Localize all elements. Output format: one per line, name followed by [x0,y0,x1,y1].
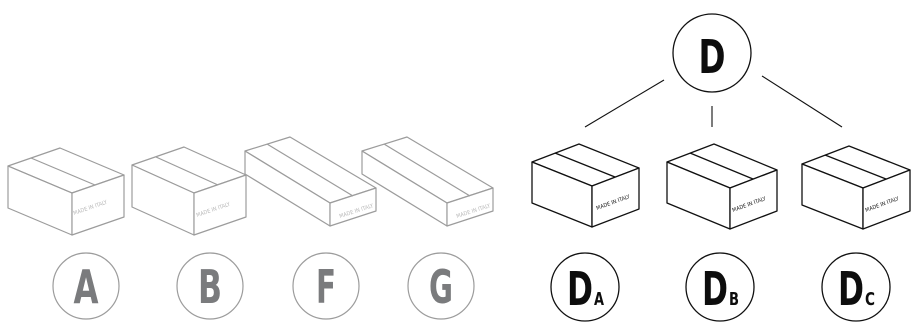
circle-a: A [53,253,119,319]
circle-db: D B [686,253,754,321]
letter-b: B [198,260,222,314]
letter-f: F [316,260,336,314]
box-a: MADE IN ITALY [8,148,124,235]
box-db: MADE IN ITALY [667,144,777,229]
letter-g: G [429,260,453,314]
connector-left [585,80,664,127]
letter-dc-subscript: C [865,289,875,310]
parent-circle-d: D [673,14,751,92]
box-g: MADE IN ITALY [362,137,493,226]
box-b: MADE IN ITALY [132,147,246,235]
circle-dc: D C [822,253,890,321]
letter-db-main: D [702,262,728,316]
connector-right [762,76,842,127]
box-f: MADE IN ITALY [245,137,376,226]
letter-da-main: D [567,262,593,316]
letter-a: A [74,260,99,314]
letter-dc-main: D [838,262,864,316]
letter-da-subscript: A [594,289,604,310]
circle-da: D A [551,253,619,321]
circle-g: G [408,253,474,319]
box-dc: MADE IN ITALY [802,146,910,229]
parent-letter-d: D [699,30,726,84]
letter-db-subscript: B [729,289,739,310]
circle-b: B [177,253,243,319]
circle-f: F [293,253,359,319]
box-da: MADE IN ITALY [532,144,639,227]
